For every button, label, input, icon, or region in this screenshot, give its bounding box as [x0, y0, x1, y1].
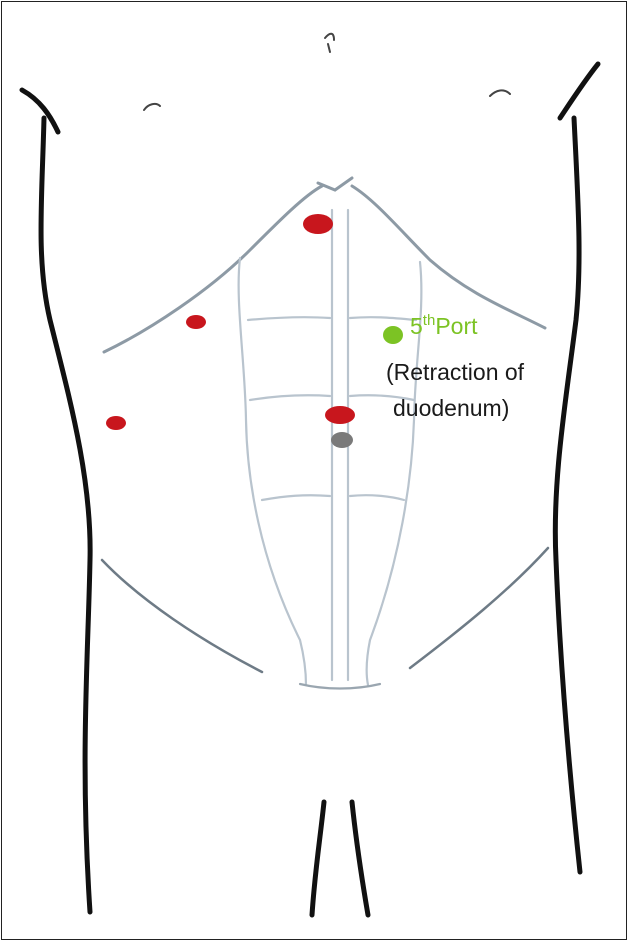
body-outline [22, 64, 598, 915]
trocar-umbilical-marker [325, 406, 355, 424]
right-shoulder [560, 64, 598, 118]
port-number: 5 [410, 313, 423, 339]
right-nipple-mark [490, 90, 510, 96]
port-description-line1: (Retraction of [386, 359, 524, 385]
intersection-left-2 [250, 395, 330, 400]
trocar-right-flank-marker [106, 416, 126, 430]
left-costal-margin [104, 186, 322, 352]
left-flank [41, 118, 90, 912]
fifth-port-label: 5thPort [410, 313, 478, 339]
intersection-right-1 [350, 317, 416, 320]
rectus-left-lateral [239, 258, 306, 685]
umbilicus-marker [331, 432, 353, 448]
left-thigh-line [312, 802, 324, 915]
intersection-right-3 [350, 495, 404, 500]
trocar-xiphoid-marker [303, 214, 333, 234]
right-flank [555, 118, 580, 872]
right-thigh-line [352, 802, 368, 915]
trocar-right-subcostal-marker [186, 315, 206, 329]
intersection-left-1 [248, 317, 330, 320]
fifth-port-marker [383, 326, 403, 344]
intersection-left-3 [262, 495, 330, 500]
right-costal-margin [352, 186, 545, 328]
port-word: Port [435, 313, 477, 339]
left-nipple-mark [144, 104, 160, 110]
port-suffix: th [423, 312, 436, 329]
port-description-line2: duodenum) [393, 395, 509, 421]
left-shoulder [22, 90, 58, 132]
neck-mark [325, 34, 334, 52]
left-inguinal-line [102, 560, 262, 672]
xiphoid-notch [318, 178, 352, 190]
right-inguinal-line [410, 548, 548, 668]
